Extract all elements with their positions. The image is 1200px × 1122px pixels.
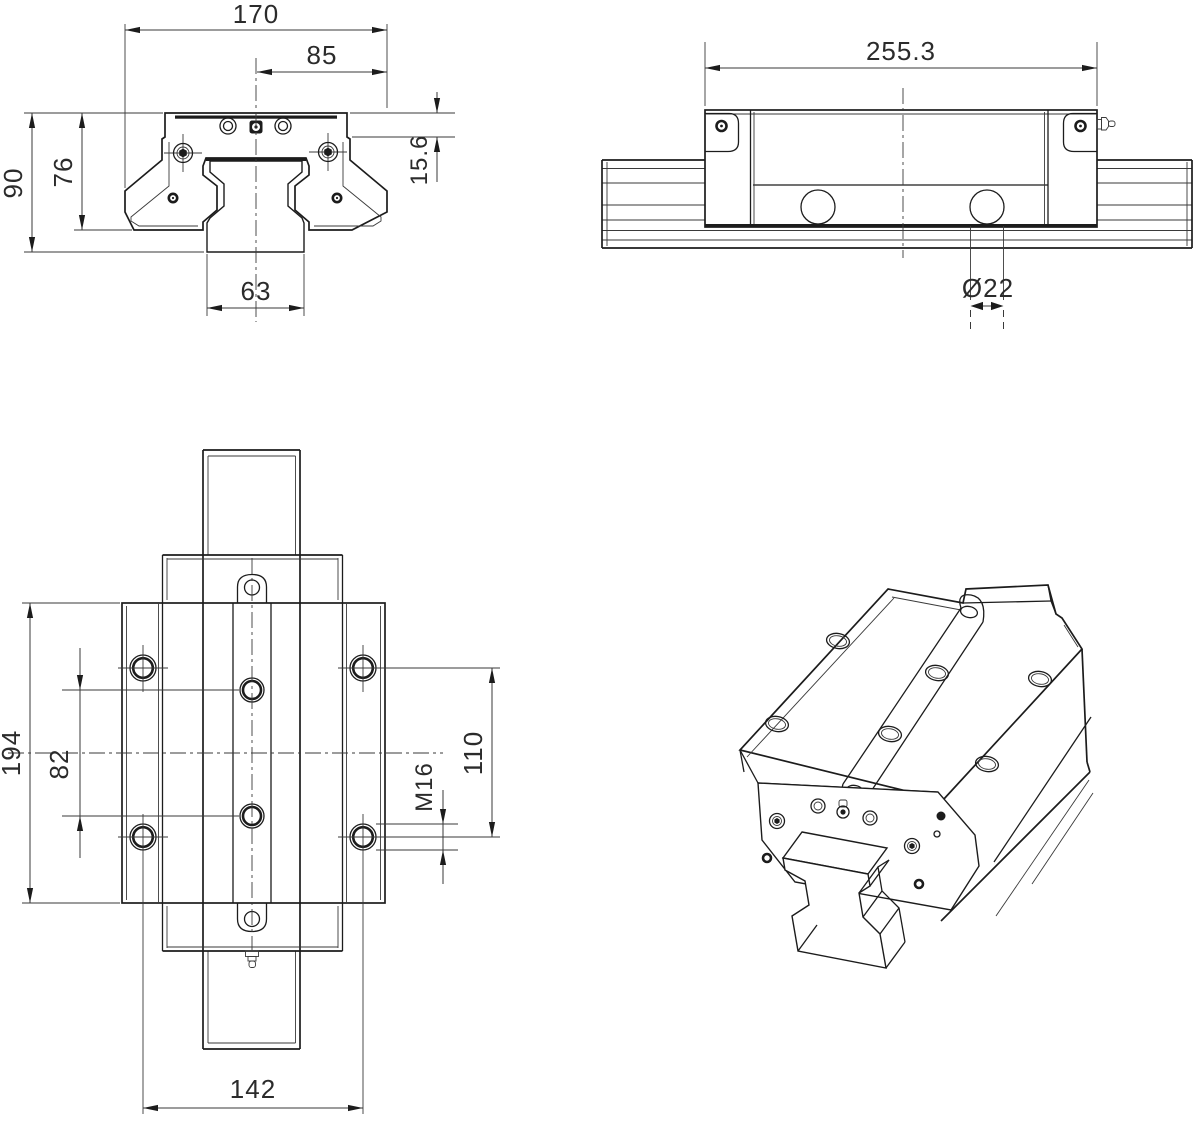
dim-label-o22: Ø22 [962, 273, 1014, 303]
hex-screw-left [164, 134, 202, 172]
iso-grease-fitting [836, 799, 850, 819]
dim-110: 110 [458, 668, 496, 837]
top-view: 194 82 110 M16 142 [0, 449, 500, 1114]
side-view: 255.3 Ø22 [601, 36, 1193, 334]
dim-15-6: 15.6 [350, 92, 455, 185]
dim-label-82: 82 [44, 749, 74, 780]
hex-screw-right [309, 133, 347, 171]
dim-90: 90 [0, 112, 204, 253]
dim-63: 63 [206, 254, 305, 316]
dim-194: 194 [0, 602, 120, 904]
dim-label-255-3: 255.3 [866, 36, 936, 66]
dim-label-76: 76 [48, 157, 78, 188]
dim-label-142: 142 [230, 1074, 276, 1104]
dim-142: 142 [143, 1074, 363, 1112]
dim-85: 85 [257, 40, 387, 76]
isometric-view [738, 584, 1094, 969]
dim-o22: Ø22 [962, 226, 1014, 334]
dim-label-15-6: 15.6 [406, 135, 433, 186]
hole-22-left [800, 189, 836, 225]
dim-label-170: 170 [233, 0, 279, 29]
dim-170: 170 [124, 0, 388, 188]
end-cap-left [705, 112, 740, 153]
dim-m16: M16 [411, 762, 447, 884]
carriage-side-body [704, 109, 1098, 228]
dim-255-3: 255.3 [704, 36, 1098, 106]
rail-top [202, 449, 301, 1050]
dim-label-63: 63 [241, 276, 272, 306]
front-view: 170 85 90 76 15.6 63 [0, 0, 455, 322]
dim-label-90: 90 [0, 168, 28, 199]
iso-top-holes [764, 632, 1053, 773]
dim-82: 82 [44, 648, 84, 858]
rail-side [601, 159, 1193, 249]
mount-holes [129, 654, 377, 851]
dim-label-m16: M16 [411, 762, 438, 812]
end-cap-right [1062, 112, 1097, 153]
dim-76: 76 [48, 113, 132, 231]
dim-label-110: 110 [458, 731, 488, 775]
grease-nipple-top [245, 950, 259, 968]
hole-22-right [969, 189, 1005, 225]
grease-nipple-side [1096, 117, 1116, 131]
dim-label-85: 85 [307, 40, 338, 70]
dim-label-194: 194 [0, 730, 26, 776]
